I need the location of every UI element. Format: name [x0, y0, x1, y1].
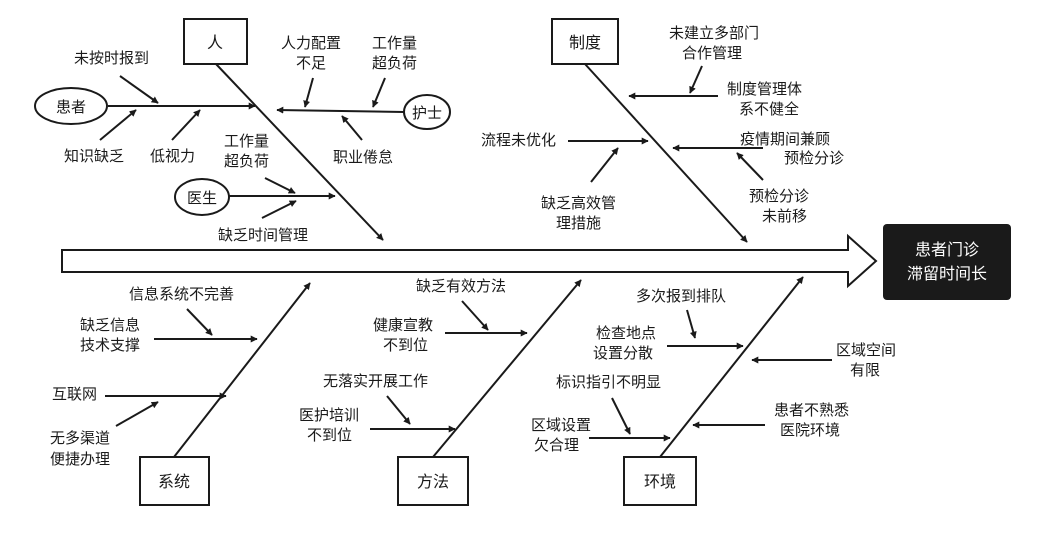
cause-channels-1: 无多渠道: [50, 429, 110, 447]
category-box-environment: [623, 456, 697, 506]
cause-epidemic-1: 疫情期间兼顾: [740, 130, 830, 148]
arrow-doc-workload: [264, 177, 296, 194]
cause-doc-workload-2: 超负荷: [224, 152, 269, 170]
arrow-knowledge-lack: [99, 109, 137, 141]
cause-epidemic-2: 预检分诊: [784, 149, 844, 167]
arrow-burnout: [341, 115, 363, 141]
cause-doc-workload-1: 工作量: [224, 132, 269, 150]
cause-low-vision: 低视力: [150, 147, 195, 165]
cause-training-1: 医护培训: [299, 406, 359, 424]
category-box-methods: [397, 456, 469, 506]
cause-staffing-1: 人力配置: [281, 34, 341, 52]
category-label-environment: 环境: [644, 472, 676, 491]
cause-unfamiliar-1: 患者不熟悉: [774, 401, 849, 419]
cause-staffing-2: 不足: [296, 54, 326, 72]
cause-triage-1: 预检分诊: [749, 187, 809, 205]
nurse-label: 护士: [412, 104, 442, 122]
effect-box: 患者门诊 滞留时间长: [883, 224, 1011, 300]
cause-check-sites-1: 检查地点: [596, 324, 656, 342]
cause-unfamiliar-2: 医院环境: [780, 421, 840, 439]
cause-space-1: 区域空间: [836, 341, 896, 359]
effect-line-1: 患者门诊: [915, 240, 979, 259]
cause-burnout: 职业倦怠: [333, 148, 393, 166]
cause-nurse-workload-1: 工作量: [372, 34, 417, 52]
cause-mgmt-system-2: 系不健全: [739, 100, 799, 118]
cause-no-multi-1: 未建立多部门: [669, 24, 759, 42]
nurse-ellipse: [403, 94, 451, 130]
cause-no-multi-2: 合作管理: [682, 44, 742, 62]
cause-space-2: 有限: [850, 361, 880, 379]
cause-time-mgmt: 缺乏时间管理: [218, 226, 308, 244]
category-box-people: [183, 18, 248, 65]
cause-layout-1: 区域设置: [531, 416, 591, 434]
arrow-no-multi: [689, 65, 703, 94]
cause-signage: 标识指引不明显: [556, 373, 661, 391]
doctor-ellipse: [174, 178, 230, 216]
category-box-systems: [139, 456, 210, 506]
arrow-multi-checkin: [686, 309, 697, 339]
cause-tech-2: 技术支撑: [80, 336, 140, 354]
patient-label: 患者: [56, 98, 86, 116]
cause-info-incomplete: 信息系统不完善: [129, 285, 234, 303]
cause-tech-1: 缺乏信息: [80, 316, 140, 334]
cause-not-implemented: 无落实开展工作: [323, 372, 428, 390]
arrow-staffing: [303, 77, 314, 108]
cause-multi-checkin: 多次报到排队: [636, 287, 726, 305]
cause-channels-2: 便捷办理: [50, 450, 110, 468]
cause-internet: 互联网: [52, 385, 97, 403]
arrow-no-effective: [461, 300, 489, 331]
cause-health-edu-1: 健康宣教: [373, 316, 433, 334]
systems-bone: [173, 282, 311, 458]
cause-training-2: 不到位: [307, 426, 352, 444]
cause-not-on-time: 未按时报到: [74, 49, 149, 67]
cause-process: 流程未优化: [481, 131, 556, 149]
cause-triage-2: 未前移: [762, 207, 807, 225]
category-label-people: 人: [207, 33, 223, 52]
arrow-nurse-workload: [372, 77, 386, 108]
arrow-not-implemented: [386, 395, 411, 425]
cause-lack-measures-1: 缺乏高效管: [541, 194, 616, 212]
patient-ellipse: [34, 87, 108, 125]
people-bone: [215, 63, 384, 241]
category-label-methods: 方法: [417, 472, 449, 491]
main-spine-arrow: [61, 233, 878, 289]
methods-bone: [432, 279, 582, 458]
effect-line-2: 滞留时间长: [907, 264, 987, 283]
cause-knowledge-lack: 知识缺乏: [64, 147, 124, 165]
arrow-low-vision: [171, 109, 201, 141]
cause-mgmt-system-1: 制度管理体: [727, 80, 802, 98]
nurse-sub-bone: [276, 106, 405, 114]
category-label-policy: 制度: [569, 33, 601, 52]
arrow-time-mgmt: [261, 200, 297, 219]
doctor-label: 医生: [187, 189, 217, 207]
arrow-lack-measures: [590, 147, 619, 183]
cause-lack-measures-2: 理措施: [556, 214, 601, 232]
category-label-systems: 系统: [158, 472, 190, 491]
cause-layout-2: 欠合理: [534, 436, 579, 454]
cause-health-edu-2: 不到位: [383, 336, 428, 354]
arrow-channels: [115, 401, 159, 427]
cause-no-effective: 缺乏有效方法: [416, 277, 506, 295]
policy-bone: [584, 63, 748, 243]
arrow-signage: [611, 397, 631, 435]
cause-nurse-workload-2: 超负荷: [372, 54, 417, 72]
arrow-not-on-time: [119, 75, 159, 104]
arrow-triage: [736, 152, 764, 181]
category-box-policy: [551, 18, 619, 65]
arrow-info-incomplete: [186, 308, 213, 336]
environment-bone: [659, 276, 804, 458]
cause-check-sites-2: 设置分散: [593, 344, 653, 362]
